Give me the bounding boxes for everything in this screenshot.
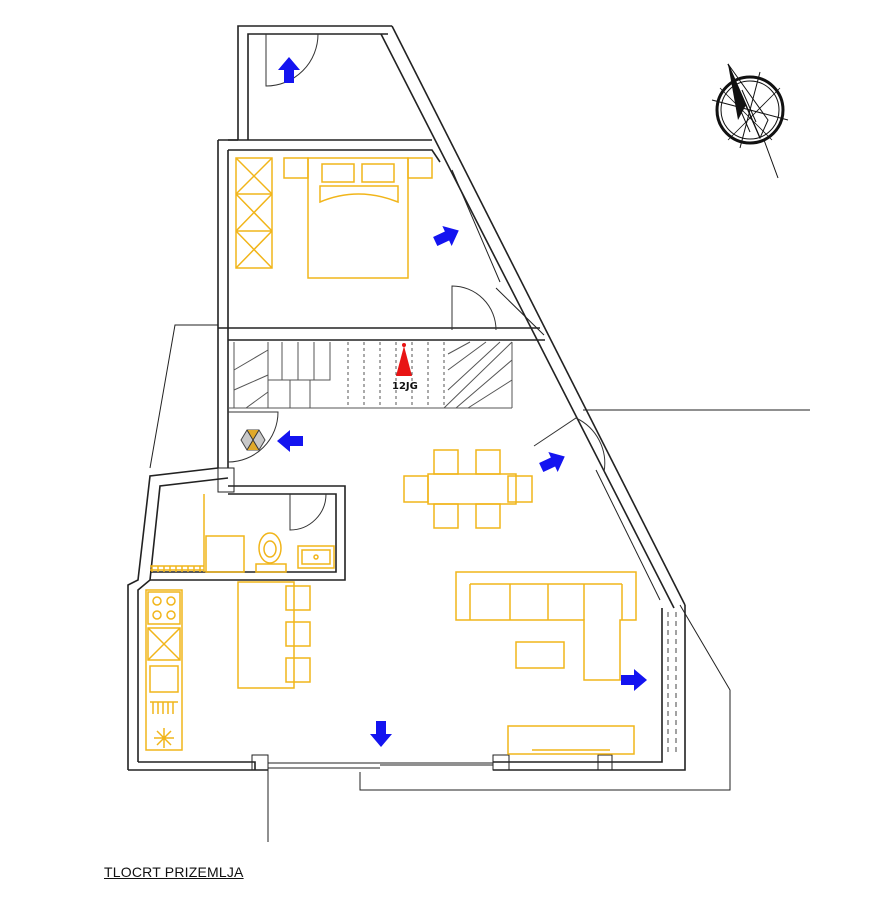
wardrobe (235, 157, 273, 269)
site-outline (149, 324, 810, 842)
camera-label: 12JG (392, 381, 418, 392)
north-arrow-compass-icon (711, 63, 789, 179)
view-direction-arrow-icon (621, 669, 647, 691)
view-arrows (277, 57, 647, 747)
staircase (233, 341, 513, 409)
plan-title: TLOCRT PRIZEMLJA (104, 864, 244, 880)
view-direction-arrow-icon (370, 721, 392, 747)
kitchen-island (237, 581, 311, 689)
double-bed (283, 157, 433, 279)
bathroom-fixtures (150, 494, 335, 573)
view-direction-arrow-icon (277, 430, 303, 452)
view-direction-arrow-icon (433, 226, 459, 247)
stove-hexagon-icon (240, 429, 266, 451)
furniture (145, 157, 637, 755)
kitchen-counter (145, 589, 183, 751)
view-direction-arrow-icon (539, 452, 565, 473)
sectional-sofa (455, 571, 637, 681)
tv-cabinet (507, 725, 635, 755)
camera-position-icon (396, 343, 412, 376)
exterior-walls (127, 25, 686, 771)
dining-table (403, 449, 533, 529)
view-direction-arrow-icon (278, 57, 300, 83)
doors (227, 33, 606, 531)
